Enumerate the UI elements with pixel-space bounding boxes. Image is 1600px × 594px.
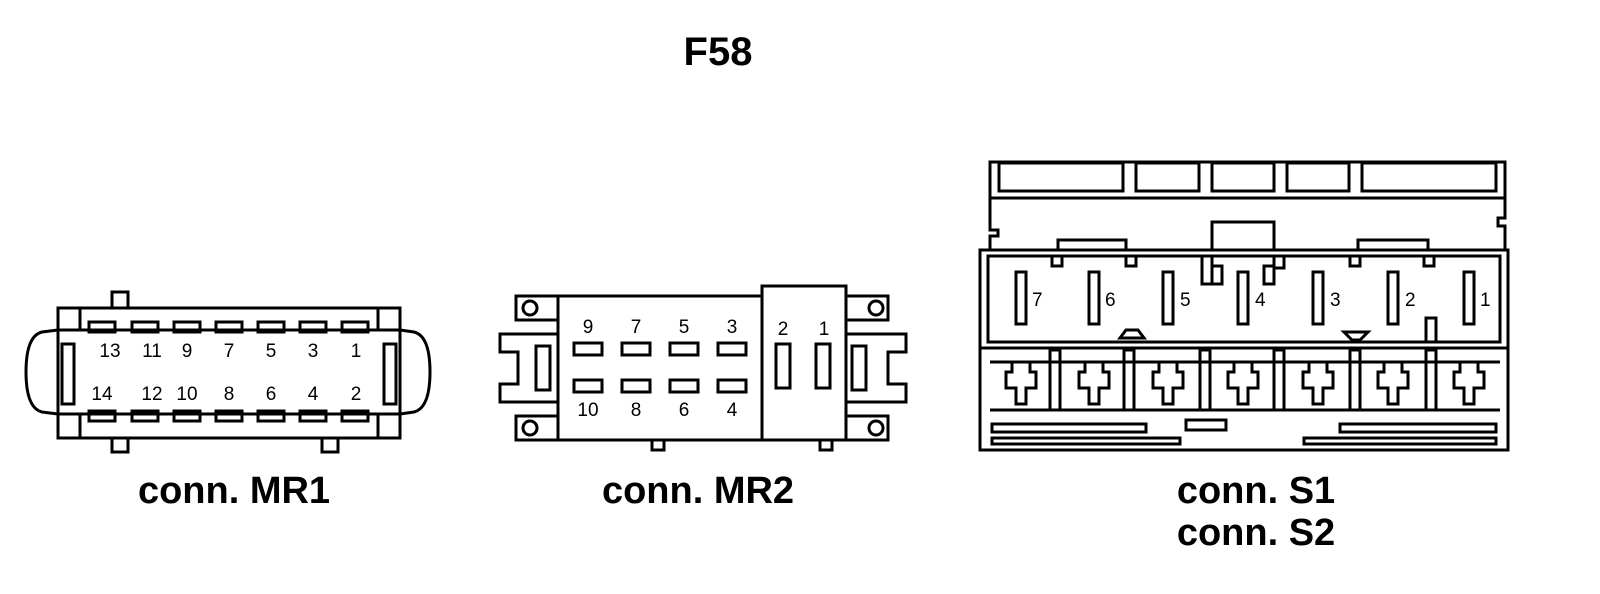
mr2-mounting-hole	[521, 419, 539, 437]
page-title: F58	[683, 30, 753, 74]
s-pin-label: 4	[1255, 290, 1266, 311]
mr2-mounting-hole	[867, 419, 885, 437]
mr1-body	[56, 328, 402, 416]
mr2-pin-label: 5	[679, 317, 690, 338]
mr1-bottom-slots	[87, 409, 370, 423]
s-pin-label: 1	[1480, 290, 1491, 311]
s-top-housing	[988, 160, 1507, 250]
mr2-pin-label: 6	[679, 400, 690, 421]
caption-mr2: conn. MR2	[601, 470, 795, 512]
mr1-pin-label: 4	[308, 384, 319, 405]
mr1-top-slots	[87, 320, 370, 334]
mr1-pin-label: 13	[99, 341, 120, 362]
mr2-left-clip	[498, 332, 558, 404]
mr1-pin-label: 10	[176, 384, 197, 405]
mr2-slots	[572, 341, 832, 394]
mr1-pin-label: 1	[351, 341, 362, 362]
mr1-pin-label: 2	[351, 384, 362, 405]
s-pin-label: 6	[1105, 290, 1116, 311]
mr1-pin-label: 3	[308, 341, 319, 362]
s-pin-label: 3	[1330, 290, 1341, 311]
mr2-mounting-hole	[867, 299, 885, 317]
caption-mr1: conn. MR1	[137, 470, 331, 512]
mr1-pin-label: 8	[224, 384, 235, 405]
mr1-pin-label: 5	[266, 341, 277, 362]
mr1-left-latch	[24, 328, 59, 416]
connector-mr2: 9 7 5 3 10 8 6 4 2 1	[498, 284, 908, 452]
s-slots	[1014, 270, 1476, 326]
mr1-pin-label: 14	[91, 384, 113, 405]
mr2-pin-label: 2	[778, 319, 789, 340]
s-terminal-cavities	[990, 348, 1500, 412]
mr2-pin-label: 7	[631, 317, 642, 338]
mr2-pin-label: 8	[631, 400, 642, 421]
mr2-pin-label: 4	[727, 400, 738, 421]
mr2-pin-label: 3	[727, 317, 738, 338]
mr1-pin-label: 9	[182, 341, 193, 362]
mr2-pin-label: 9	[583, 317, 594, 338]
caption-s2: conn. S2	[1176, 512, 1336, 554]
connector-s: 7 6 5 4 3 2 1	[978, 160, 1510, 452]
mr2-mounting-hole	[521, 299, 539, 317]
mr2-right-clip	[846, 332, 908, 404]
mr2-pin-label: 10	[577, 400, 598, 421]
mr1-pin-label: 11	[142, 341, 162, 362]
s-pin-label: 2	[1405, 290, 1416, 311]
mr1-bottom-key	[110, 436, 130, 454]
s-pin-label: 7	[1032, 290, 1043, 311]
caption-s1: conn. S1	[1176, 470, 1336, 512]
mr2-pin-label: 1	[819, 319, 830, 340]
mr1-top-key	[110, 290, 130, 310]
mr1-pin-label: 7	[224, 341, 235, 362]
s-body	[978, 248, 1510, 452]
mr1-pin-label: 6	[266, 384, 277, 405]
mr1-pin-label: 12	[141, 384, 162, 405]
connector-mr1: 13 11 9 7 5 3 1 14 12 10 8 6 4 2	[24, 290, 432, 454]
s-pin-label: 5	[1180, 290, 1191, 311]
mr2-side-block	[760, 284, 848, 442]
mr1-right-latch	[399, 328, 432, 416]
